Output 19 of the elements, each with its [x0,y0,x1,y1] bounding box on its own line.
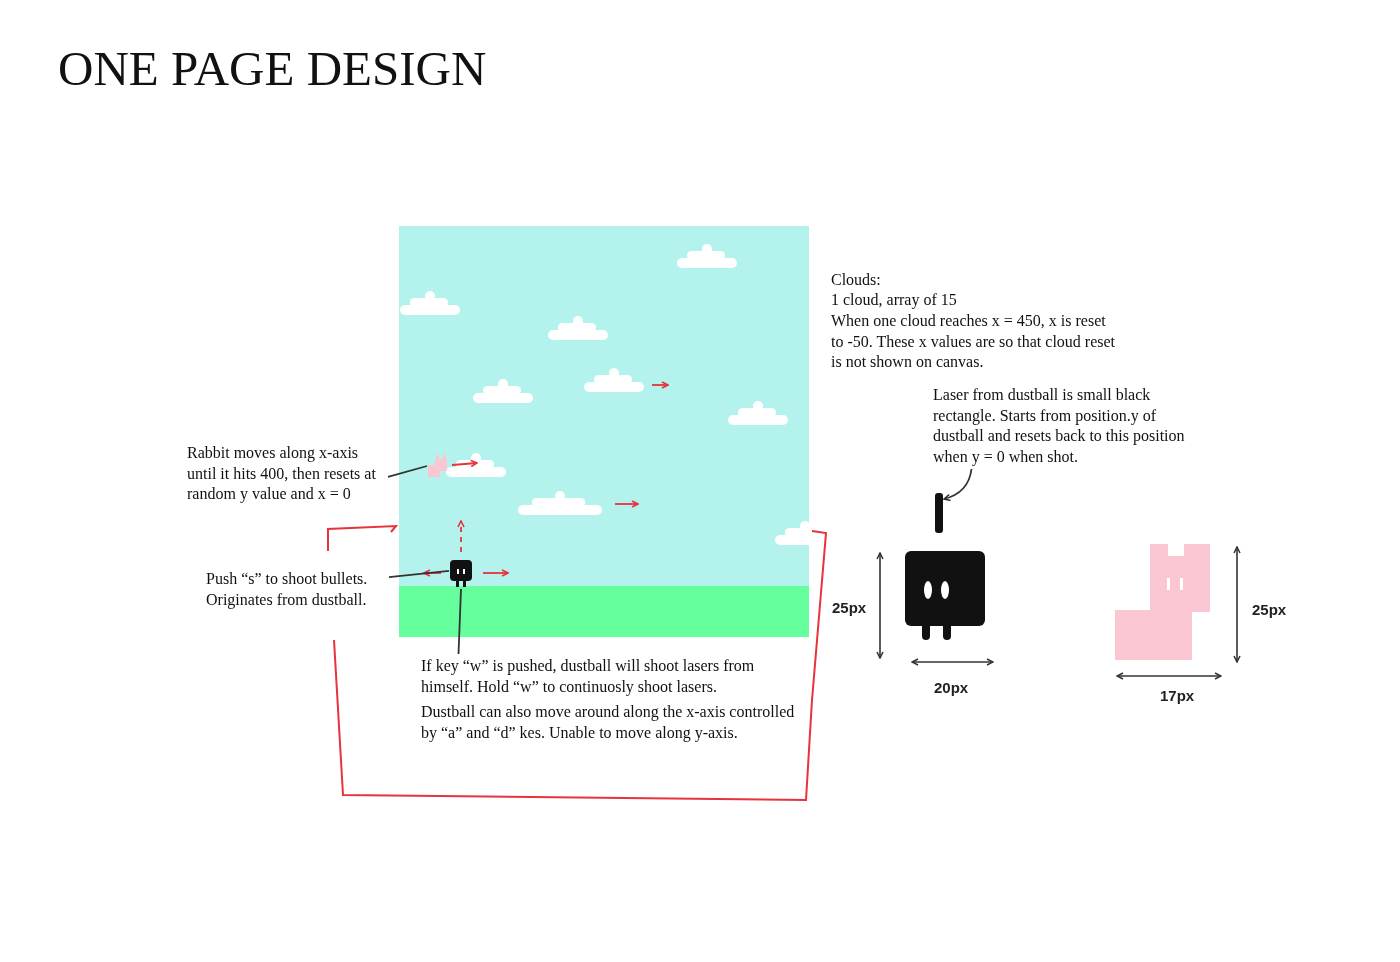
leader-line [388,569,450,579]
note-text: When one cloud reaches x = 450, x is reset to -50. These x values are so that cloud reset is not shown on canvas. [831,311,1117,372]
annotation-note: Push “s” to shoot bullets. Originates from dustball. [206,569,388,610]
annotation-paragraph: If key “w” is pushed, dustball will shoot lasers from himself. Hold “w” to continuosly shoot lasers. [421,656,756,697]
dimension-label: 25px [1252,601,1287,618]
annotation-paragraph: Dustball can also move around along the x-axis controlled by “a” and “d” kes. Unable to move along y-axis. [421,702,796,743]
leader-line [943,468,973,501]
dimension-label: 25px [832,599,867,616]
dimension-label: 17px [1160,687,1195,704]
dustball-sprite [450,560,472,587]
rabbit-sprite [428,455,448,477]
note-text: Clouds: [831,270,881,290]
annotation-note: Rabbit moves along x-axis until it hits 400, then resets at random y value and x = 0 [187,443,387,505]
annotation-note: Laser from dustball is small black rectangle. Starts from position.y of dustball and resets back to this position when y = 0 when shot. [933,385,1208,467]
note-text: 1 cloud, array of 15 [831,290,957,311]
dimension-label: 20px [934,679,969,696]
page-title: ONE PAGE DESIGN [58,40,487,97]
laser-bar [935,493,943,533]
leader-line [457,588,462,655]
